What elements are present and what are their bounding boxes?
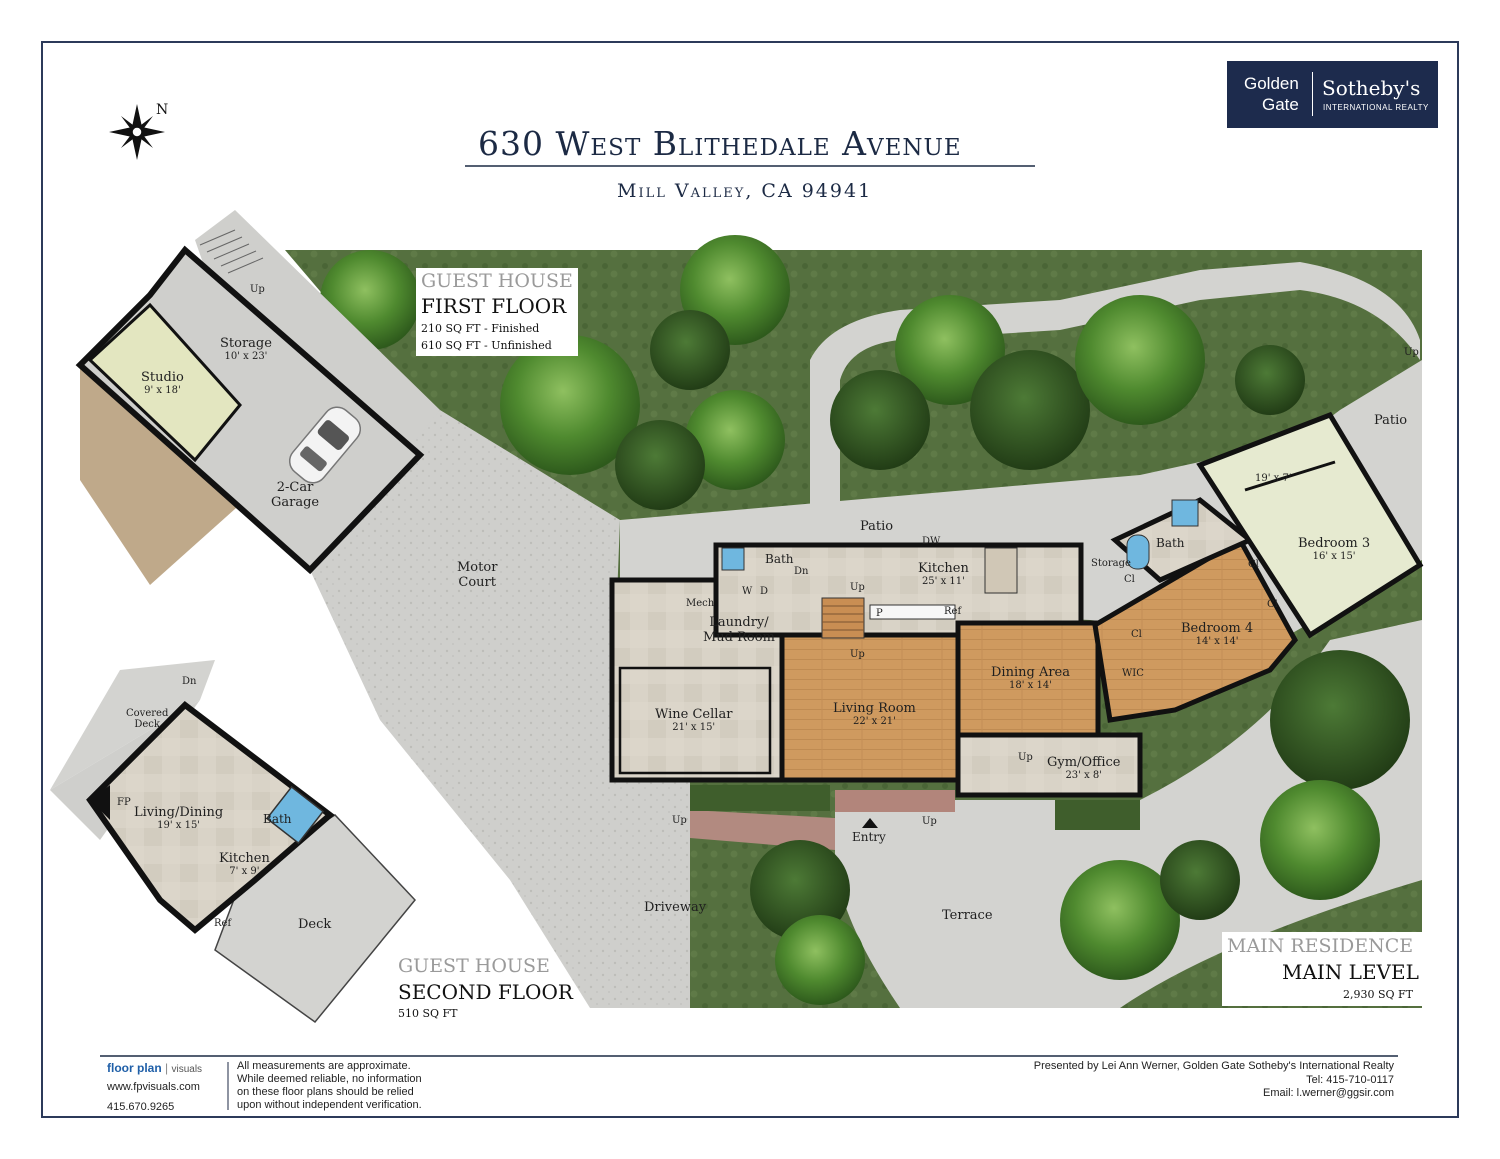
logo-gate: Gate xyxy=(1262,95,1299,114)
main-up-entry-label: Up xyxy=(922,816,937,827)
logo-sothebys: Sotheby's xyxy=(1322,76,1421,100)
room-laundry: Laundry/Mud Room xyxy=(703,615,775,645)
disclaimer: All measurements are approximate. While … xyxy=(237,1060,422,1111)
main-up-top-right-label: Up xyxy=(1404,347,1419,358)
compass-north-label: N xyxy=(156,102,169,118)
closet2-label: Cl xyxy=(1248,559,1259,570)
guest-first-up: Up xyxy=(250,284,265,295)
page-frame xyxy=(41,41,1459,1118)
guest-second-dn: Dn xyxy=(182,676,197,687)
main-label-box xyxy=(1222,932,1422,1006)
main-heading1: MAIN RESIDENCE xyxy=(1227,935,1414,957)
guest-second-sqft: 510 SQ FT xyxy=(398,1007,458,1020)
guest-first-finished: 210 SQ FT - Finished xyxy=(421,322,540,335)
walk-in-closet-label: WIC xyxy=(1122,668,1144,679)
pantry-label: P xyxy=(876,608,883,619)
guest-second-heading2: SECOND FLOOR xyxy=(398,980,573,1004)
main-sqft: 2,930 SQ FT xyxy=(1343,988,1414,1001)
room-deck-guest: Deck xyxy=(298,917,332,932)
main-up2-label: Up xyxy=(850,649,865,660)
main-up1-label: Up xyxy=(850,582,865,593)
main-bath2-label: Bath xyxy=(1156,536,1185,550)
agent-email[interactable]: Email: l.werner@ggsir.com xyxy=(1263,1087,1394,1099)
page-subtitle: Mill Valley, CA 94941 xyxy=(617,180,873,202)
page-title: 630 West Blithedale Avenue xyxy=(478,124,962,163)
fireplace-label: FP xyxy=(117,797,131,808)
washer-label: W xyxy=(742,586,753,597)
guest-bath-label: Bath xyxy=(263,812,292,826)
main-bath1-label: Bath xyxy=(765,552,794,566)
patio-right-label: Patio xyxy=(1374,413,1408,428)
dishwasher-label: DW xyxy=(922,536,941,547)
guest-ref-label: Ref xyxy=(214,918,232,929)
guest-first-heading2: FIRST FLOOR xyxy=(421,294,567,318)
room-19x7-label: 19' x 7' xyxy=(1255,473,1292,484)
terrace-label: Terrace xyxy=(942,908,993,923)
guest-first-heading1: GUEST HOUSE xyxy=(421,270,573,292)
mech-label: Mech xyxy=(686,598,715,609)
closet3-label: Cl xyxy=(1267,599,1278,610)
driveway-label: Driveway xyxy=(644,900,707,915)
main-storage-label: Storage xyxy=(1091,558,1131,569)
guest-first-unfinished: 610 SQ FT - Unfinished xyxy=(421,339,552,352)
presented-by: Presented by Lei Ann Werner, Golden Gate… xyxy=(1033,1060,1394,1099)
main-up3-label: Up xyxy=(1018,752,1033,763)
logo-international-realty: INTERNATIONAL REALTY xyxy=(1323,103,1429,112)
logo-divider xyxy=(1312,72,1313,116)
patio-top-label: Patio xyxy=(860,519,894,534)
entry-label: Entry xyxy=(852,830,886,844)
fpv-phone: 415.670.9265 xyxy=(107,1101,175,1113)
logo-golden: Golden xyxy=(1244,74,1299,93)
fpv-brand: floor plan | visuals xyxy=(107,1061,203,1075)
main-up-left-label: Up xyxy=(672,815,687,826)
closet1-label: Cl xyxy=(1124,574,1135,585)
guest-first-label-box xyxy=(416,268,578,356)
main-ref-label: Ref xyxy=(944,606,962,617)
dryer-label: D xyxy=(760,586,769,597)
closet4-label: Cl xyxy=(1131,629,1142,640)
fpv-website[interactable]: www.fpvisuals.com xyxy=(107,1081,200,1093)
main-heading2: MAIN LEVEL xyxy=(1282,960,1419,984)
main-dn-label: Dn xyxy=(794,566,809,577)
sothebys-logo xyxy=(1227,61,1438,128)
guest-second-heading1: GUEST HOUSE xyxy=(398,955,550,977)
